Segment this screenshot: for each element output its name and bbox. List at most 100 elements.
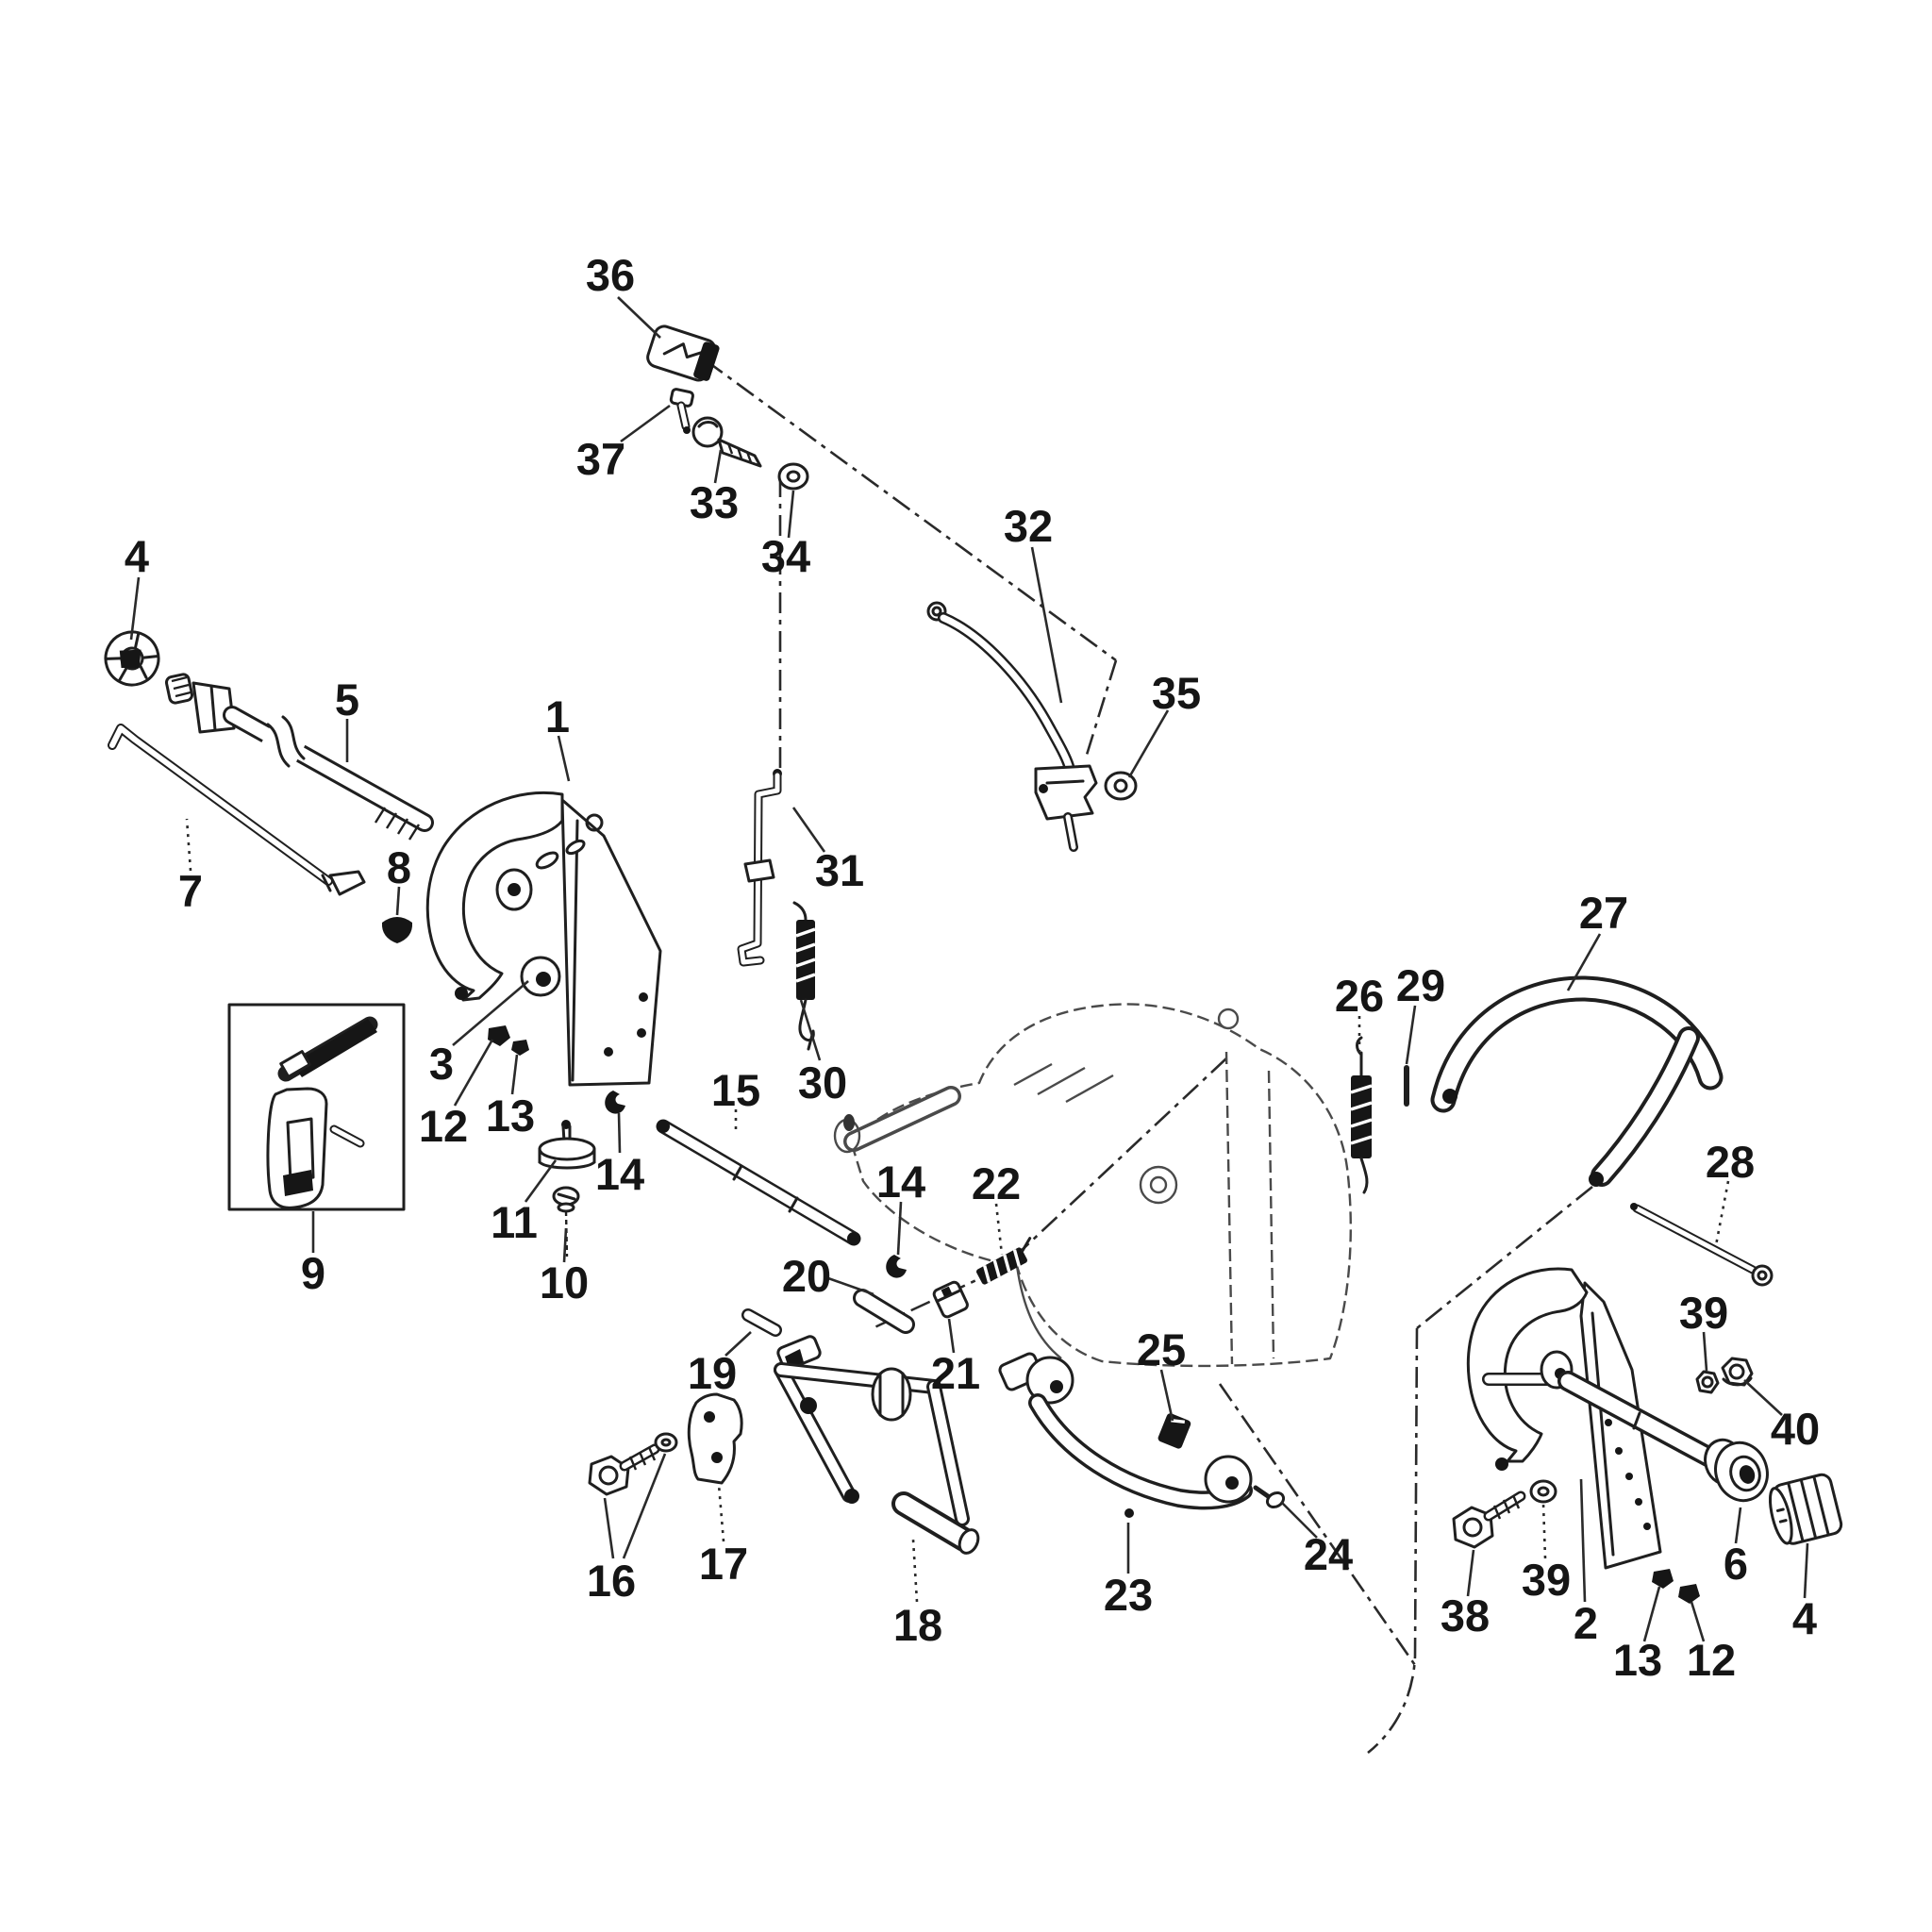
callout-3-11: 3 [429,1039,454,1089]
leader-line-12 [1690,1601,1706,1642]
callout-30-19: 30 [798,1058,847,1108]
part-35 [1104,771,1138,801]
part-11 [538,1120,596,1170]
leader-line-3 [452,980,529,1046]
leader-line-29 [1405,1005,1417,1065]
part-27 [1430,975,1724,1187]
part-30 [792,901,816,1051]
part-34 [777,462,809,491]
callout-25-29: 25 [1137,1324,1186,1374]
callout-12-42: 12 [1687,1635,1736,1685]
leader-line-8 [395,886,401,916]
leader-line-32 [1030,546,1063,704]
callout-19-22: 19 [688,1348,737,1398]
leader-line-14 [896,1201,903,1256]
part-23 [998,1352,1253,1518]
leader-line-11 [524,1159,558,1203]
part-20 [853,1289,915,1334]
leader-line-13 [510,1054,519,1095]
callout-4-6: 4 [125,531,149,581]
callout-31-20: 31 [815,845,864,895]
leader-line-30 [799,999,822,1061]
leader-line-35 [1127,709,1170,778]
part-17 [687,1392,743,1485]
part-22 [975,1237,1032,1285]
callout-27-34: 27 [1579,888,1628,938]
part-25 [1158,1413,1191,1449]
callout-9-14: 9 [301,1248,325,1298]
leader-line-24 [1280,1501,1318,1539]
callout-1-10: 1 [545,691,570,741]
callout-12-12: 12 [419,1101,468,1151]
part-9-inset [227,1003,406,1211]
part-13-left [511,1040,529,1056]
callout-24-31: 24 [1304,1529,1353,1579]
part-40 [1721,1357,1754,1387]
leader-line-36 [617,296,661,339]
callout-7-8: 7 [178,866,203,916]
leader-line-19 [724,1331,752,1357]
leader-line-27 [1566,933,1602,991]
part-36 [646,325,720,382]
leader-line-20 [827,1276,874,1296]
callout-40-37: 40 [1771,1404,1820,1454]
part-37 [669,388,694,434]
callout-28-35: 28 [1706,1137,1755,1187]
part-12-right [1678,1584,1700,1604]
part-13-right [1652,1569,1674,1589]
callout-29-33: 29 [1396,960,1445,1010]
callout-2-40: 2 [1574,1598,1598,1648]
callout-20-21: 20 [782,1251,831,1301]
callout-15-18: 15 [711,1065,760,1115]
callout-5-7: 5 [335,675,359,724]
leader-line-39 [1702,1331,1708,1372]
leader-line-16 [603,1497,615,1559]
part-2 [1466,1267,1725,1570]
leader-line-10 [562,1227,568,1263]
callout-32-4: 32 [1004,501,1053,551]
leader-line-4 [129,576,141,641]
part-1 [425,791,662,1087]
leader-line-4 [1803,1542,1809,1599]
callout-18-25: 18 [893,1600,942,1650]
callout-13-41: 13 [1613,1635,1662,1685]
part-26 [1350,1036,1373,1194]
part-14-right [886,1255,907,1278]
leader-line-2 [1579,1478,1587,1603]
part-12-left [488,1025,510,1046]
callout-39-36: 39 [1679,1288,1728,1338]
callout-35-5: 35 [1152,668,1201,718]
part-39-lower [1529,1479,1557,1504]
part-6 [1704,1438,1769,1503]
callout-4-44: 4 [1792,1593,1817,1643]
leader-line-17 [717,1484,725,1542]
phantom-centerlines [705,358,1593,1755]
leader-line-14 [617,1112,622,1154]
callout-14-27: 14 [876,1157,925,1207]
part-10 [552,1186,580,1257]
leader-line-18 [911,1539,919,1603]
callout-6-43: 6 [1724,1539,1748,1589]
leader-line-16 [622,1453,667,1559]
callout-38-38: 38 [1441,1591,1490,1641]
callout-21-26: 21 [931,1348,980,1398]
part-28 [1630,1203,1774,1287]
callout-33-2: 33 [690,477,739,527]
callout-10-16: 10 [540,1257,589,1307]
part-18 [774,1335,980,1555]
leader-line-37 [620,404,671,443]
callout-26-32: 26 [1335,971,1384,1021]
part-31 [737,769,782,967]
part-4-left [104,630,160,687]
part-32 [926,601,1098,852]
callout-36-0: 36 [586,250,635,300]
part-33 [691,416,762,468]
leader-line-6 [1734,1507,1742,1544]
callout-8-9: 8 [387,842,411,892]
part-5 [164,673,434,841]
part-8 [381,917,413,943]
leader-line-12 [453,1039,494,1107]
callout-39-39: 39 [1522,1555,1571,1605]
